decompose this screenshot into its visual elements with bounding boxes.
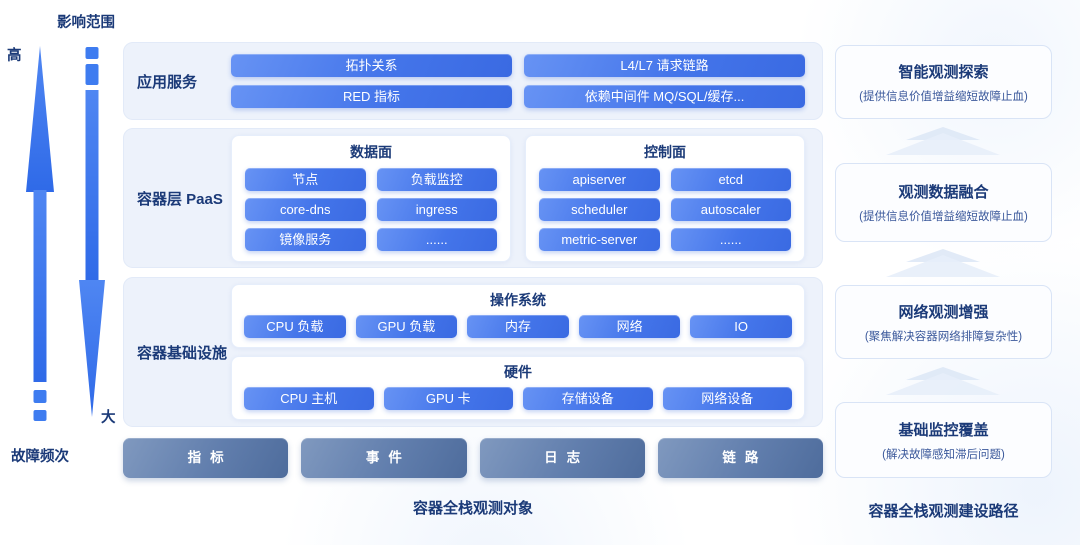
data-plane-panel: 数据面 节点 负载监控 core-dns ingress 镜像服务 ...... <box>231 134 511 262</box>
cpu-load-block: CPU 负载 <box>244 315 346 338</box>
network-block: 网络 <box>578 315 681 338</box>
application-services-row: 应用服务 拓扑关系 L4/L7 请求链路 RED 指标 依赖中间件 MQ/SQL… <box>123 42 823 120</box>
memory-block: 内存 <box>467 315 569 338</box>
coredns-block: core-dns <box>245 197 366 221</box>
ellipsis-block: ...... <box>670 227 791 251</box>
basic-monitoring-subtitle: (解决故障感知滞后问题) <box>882 448 1005 461</box>
observation-objects-caption: 容器全栈观测对象 <box>412 500 533 517</box>
topology-block: 拓扑关系 <box>231 54 512 77</box>
events-pill: 事件 <box>301 438 467 478</box>
hardware-title: 硬件 <box>504 364 532 380</box>
container-infrastructure-label: 容器基础设施 <box>137 344 228 362</box>
hardware-blocks: CPU 主机 GPU 卡 存储设备 网络设备 <box>244 387 792 410</box>
data-plane-blocks: 节点 负载监控 core-dns ingress 镜像服务 ...... <box>245 167 497 251</box>
image-service-block: 镜像服务 <box>245 227 366 251</box>
impact-scope-label: 影响范围 <box>57 15 115 31</box>
data-fusion-panel: 观测数据融合 (提供信息价值增益缩短故障止血) <box>835 163 1052 242</box>
cpu-host-block: CPU 主机 <box>244 387 374 410</box>
telemetry-bar: 指标 事件 日志 链路 <box>123 438 823 478</box>
basic-monitoring-panel: 基础监控覆盖 (解决故障感知滞后问题) <box>835 402 1052 478</box>
apiserver-block: apiserver <box>539 167 660 191</box>
autoscaler-block: autoscaler <box>670 197 791 221</box>
control-plane-title: 控制面 <box>644 143 686 160</box>
smart-observation-title: 智能观测探索 <box>898 63 989 81</box>
l4l7-request-trace-block: L4/L7 请求链路 <box>524 54 805 77</box>
data-fusion-subtitle: (提供信息价值增益缩短故障止血) <box>859 211 1028 223</box>
container-paas-row: 容器层 PaaS 数据面 节点 负载监控 core-dns ingress 镜像… <box>123 128 823 268</box>
down-arrow-icon <box>79 47 105 417</box>
middleware-dependency-block: 依赖中间件 MQ/SQL/缓存... <box>524 85 805 108</box>
application-services-label: 应用服务 <box>137 73 198 91</box>
operating-system-panel: 操作系统 CPU 负载 GPU 负载 内存 网络 IO <box>231 284 805 348</box>
smart-observation-panel: 智能观测探索 (提供信息价值增益缩短故障止血) <box>835 45 1052 119</box>
red-metrics-block: RED 指标 <box>231 85 512 108</box>
scheduler-block: scheduler <box>539 197 660 221</box>
basic-monitoring-title: 基础监控覆盖 <box>898 421 989 439</box>
fault-frequency-label: 故障频次 <box>11 449 69 465</box>
etcd-block: etcd <box>670 167 791 191</box>
axis-arrows <box>26 46 105 421</box>
network-observation-title: 网络观测增强 <box>898 303 989 321</box>
io-block: IO <box>690 315 792 338</box>
workload-monitor-block: 负载监控 <box>376 167 497 191</box>
network-observation-panel: 网络观测增强 (聚焦解决容器网络排障复杂性) <box>835 285 1052 359</box>
container-infrastructure-panels: 操作系统 CPU 负载 GPU 负载 内存 网络 IO 硬件 CPU 主机 GP… <box>231 284 805 420</box>
network-device-block: 网络设备 <box>662 387 792 410</box>
chevron-up-icon <box>878 126 1008 158</box>
traces-pill: 链路 <box>657 438 823 478</box>
storage-device-block: 存储设备 <box>523 387 653 410</box>
container-paas-label: 容器层 PaaS <box>137 190 223 208</box>
high-label: 高 <box>7 48 22 64</box>
data-plane-title: 数据面 <box>350 143 392 160</box>
chevron-up-icon <box>878 366 1008 398</box>
application-services-blocks: 拓扑关系 L4/L7 请求链路 RED 指标 依赖中间件 MQ/SQL/缓存..… <box>231 54 805 108</box>
chevron-up-icon <box>878 248 1008 280</box>
control-plane-panel: 控制面 apiserver etcd scheduler autoscaler … <box>525 134 805 262</box>
ellipsis-block: ...... <box>376 227 497 251</box>
metric-server-block: metric-server <box>539 227 660 251</box>
metrics-pill: 指标 <box>123 438 289 478</box>
node-block: 节点 <box>245 167 366 191</box>
operating-system-title: 操作系统 <box>490 292 546 308</box>
container-infrastructure-row: 容器基础设施 操作系统 CPU 负载 GPU 负载 内存 网络 IO 硬件 CP… <box>123 277 823 427</box>
hardware-panel: 硬件 CPU 主机 GPU 卡 存储设备 网络设备 <box>231 356 805 420</box>
container-paas-panels: 数据面 节点 负载监控 core-dns ingress 镜像服务 ......… <box>231 134 805 262</box>
up-arrow-icon <box>26 46 54 421</box>
gpu-card-block: GPU 卡 <box>383 387 513 410</box>
control-plane-blocks: apiserver etcd scheduler autoscaler metr… <box>539 167 791 251</box>
large-label: 大 <box>101 410 116 426</box>
gpu-load-block: GPU 负载 <box>355 315 458 338</box>
logs-pill: 日志 <box>479 438 645 478</box>
smart-observation-subtitle: (提供信息价值增益缩短故障止血) <box>859 90 1028 103</box>
operating-system-blocks: CPU 负载 GPU 负载 内存 网络 IO <box>244 315 792 338</box>
data-fusion-title: 观测数据融合 <box>898 184 989 201</box>
ingress-block: ingress <box>376 197 497 221</box>
build-path-caption: 容器全栈观测建设路径 <box>868 503 1019 520</box>
network-observation-subtitle: (聚焦解决容器网络排障复杂性) <box>864 330 1023 343</box>
